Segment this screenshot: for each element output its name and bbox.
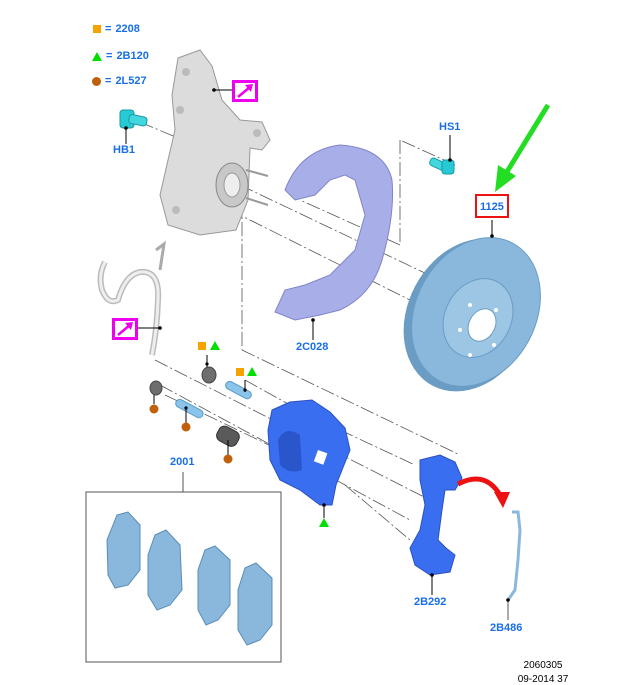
triangle-icon [92, 51, 102, 61]
legend-code: 2208 [115, 23, 140, 35]
hub-bolt-hb1[interactable] [119, 109, 148, 144]
steering-knuckle[interactable] [159, 49, 271, 236]
part-label-2b292[interactable]: 2B292 [414, 596, 447, 608]
assembly-line [339, 429, 416, 466]
grease-marker [247, 367, 257, 376]
hardware-markers [149, 341, 329, 527]
arrow-icon [117, 322, 133, 336]
legend-equals: = [105, 23, 112, 35]
assembly-line [344, 484, 411, 541]
shield-bolt-hs1[interactable] [429, 135, 455, 175]
arrow-icon [237, 84, 253, 98]
reference-callout-hose[interactable] [112, 318, 138, 340]
legend-row-adhesive: = 2208 [93, 23, 140, 35]
grease-marker [210, 341, 220, 350]
legend-code: 2L527 [115, 75, 147, 87]
assembly-line [164, 394, 276, 449]
square-icon [93, 25, 101, 33]
guide-pin-lower[interactable] [174, 398, 204, 423]
legend-equals: = [106, 50, 113, 62]
part-label-2b486[interactable]: 2B486 [490, 622, 523, 634]
legend-row-lubricant: = 2L527 [92, 75, 147, 87]
green-pointer-arrow [495, 103, 551, 192]
lubricant-marker [181, 422, 191, 432]
reference-callout-knuckle[interactable] [232, 80, 258, 102]
highlight-box: 1125 [475, 194, 509, 218]
lubricant-marker [223, 454, 233, 464]
brake-pad [106, 511, 141, 589]
brake-disc-1125[interactable] [378, 215, 566, 415]
anti-rattle-clip-2b486[interactable] [506, 510, 522, 620]
adhesive-marker [236, 368, 244, 376]
brake-pad-kit-2001[interactable] [85, 472, 282, 663]
caliper-bracket-2b292[interactable] [409, 454, 463, 595]
legend-equals: = [105, 75, 112, 87]
splash-shield-2c028[interactable] [274, 144, 394, 340]
part-label-2c028[interactable]: 2C028 [296, 341, 329, 353]
guide-pin-upper[interactable] [224, 380, 252, 400]
brake-hose[interactable] [97, 240, 167, 356]
guide-pin-bushing[interactable] [201, 355, 217, 384]
legend-row-grease: = 2B120 [92, 50, 149, 62]
grease-marker [319, 518, 329, 527]
brake-pad [147, 529, 183, 611]
assembly-line [244, 379, 291, 406]
part-label-hs1[interactable]: HS1 [439, 121, 461, 133]
diagram-id: 2060305 [523, 660, 563, 671]
legend-code: 2B120 [116, 50, 149, 62]
brake-pad [237, 562, 273, 646]
assembly-line [241, 349, 461, 456]
assembly-line [239, 184, 451, 286]
part-label-1125[interactable]: 1125 [480, 201, 504, 213]
guide-pin-boot[interactable] [214, 424, 241, 455]
assembly-lines [139, 121, 461, 541]
lubricant-marker [149, 404, 159, 414]
part-label-hb1[interactable]: HB1 [113, 144, 136, 156]
brake-pad [197, 545, 231, 626]
part-label-2001[interactable]: 2001 [170, 456, 195, 468]
bleed-screw-cap[interactable] [149, 380, 163, 404]
red-curved-arrow [456, 476, 510, 508]
brake-caliper[interactable] [267, 399, 351, 518]
date-code: 09-2014 37 [517, 674, 569, 685]
leader-dot [212, 88, 216, 92]
assembly-line [229, 209, 411, 301]
circle-icon [92, 76, 101, 86]
adhesive-marker [198, 342, 206, 350]
